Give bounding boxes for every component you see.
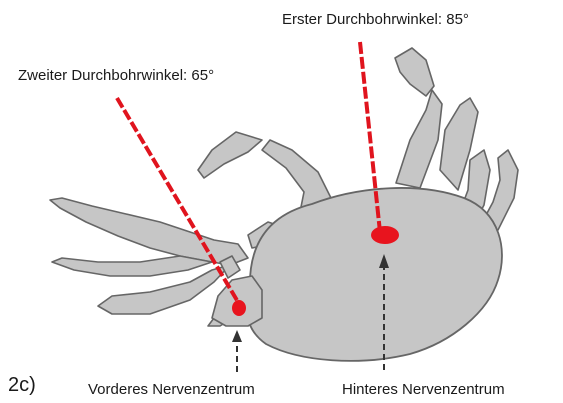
second-piercing-angle-label: Zweiter Durchbohrwinkel: 65° [18, 68, 214, 83]
anterior-target-spot [232, 300, 246, 316]
anterior-nerve-center-label: Vorderes Nervenzentrum [88, 382, 255, 397]
posterior-nerve-center-label: Hinteres Nervenzentrum [342, 382, 505, 397]
anterior-pointer-arrow [232, 330, 242, 372]
carapace [247, 188, 502, 361]
posterior-target-spot [371, 226, 399, 244]
first-piercing-angle-label: Erster Durchbohrwinkel: 85° [282, 12, 469, 27]
panel-label: 2c) [8, 375, 36, 395]
